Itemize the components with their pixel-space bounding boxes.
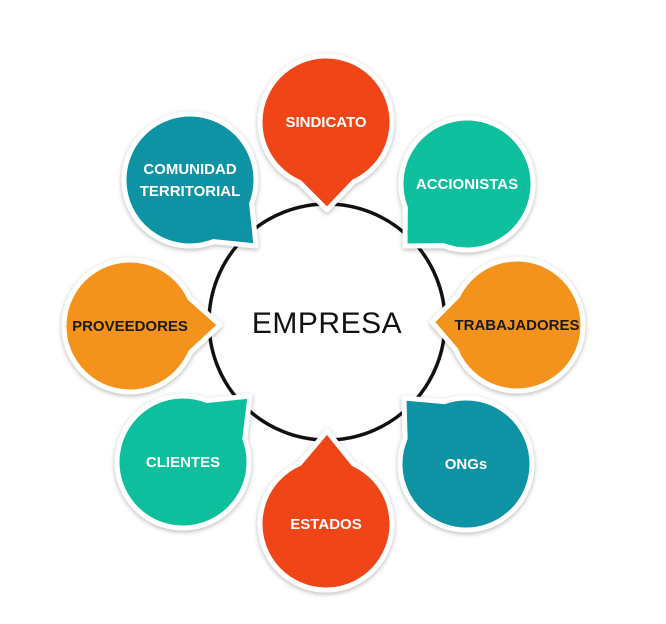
bubble-shape-sindicato [257,53,395,213]
bubble-proveedores: PROVEEDORES [61,257,223,395]
bubble-label-line: SINDICATO [285,114,366,131]
bubble-label-estados: ESTADOS [290,516,361,533]
bubble-shape-trabajadores [429,256,586,394]
bubble-label-line: TERRITORIAL [140,183,241,200]
bubble-label-accionistas: ACCIONISTAS [416,176,518,193]
bubble-ongs: ONGs [397,395,535,533]
bubble-shape-clientes [114,393,253,531]
bubble-label-line: TRABAJADORES [454,317,579,334]
bubble-comunidad-territorial: COMUNIDAD TERRITORIAL [121,111,259,249]
bubble-label-line: COMUNIDAD [143,161,236,178]
bubble-label-ongs: ONGs [445,456,488,473]
bubble-label-line: PROVEEDORES [72,318,188,335]
bubble-label-sindicato: SINDICATO [285,114,366,131]
bubble-estados: ESTADOS [257,428,395,593]
stakeholder-bubbles: SINDICATO ACCIONISTAS TRABAJADORES ONGsESTA… [61,53,586,593]
bubble-shape-ongs [397,395,535,533]
bubble-label-proveedores: PROVEEDORES [72,318,188,335]
bubble-accionistas: ACCIONISTAS [398,115,536,253]
bubble-label-line: CLIENTES [146,454,220,471]
bubble-label-line: ONGs [445,456,488,473]
bubble-shape-proveedores [61,257,223,395]
bubble-label-comunidad-territorial: COMUNIDAD TERRITORIAL [140,161,241,200]
bubble-label-line: ACCIONISTAS [416,176,518,193]
bubble-shape-accionistas [398,115,536,253]
bubble-label-line: ESTADOS [290,516,361,533]
bubble-trabajadores: TRABAJADORES [429,256,586,394]
bubble-sindicato: SINDICATO [257,53,395,213]
bubble-clientes: CLIENTES [114,393,253,531]
bubble-shape-estados [257,428,395,593]
center-label: EMPRESA [252,307,402,340]
bubble-label-trabajadores: TRABAJADORES [454,317,579,334]
bubble-shape-comunidad-territorial [121,111,259,249]
bubble-label-clientes: CLIENTES [146,454,220,471]
